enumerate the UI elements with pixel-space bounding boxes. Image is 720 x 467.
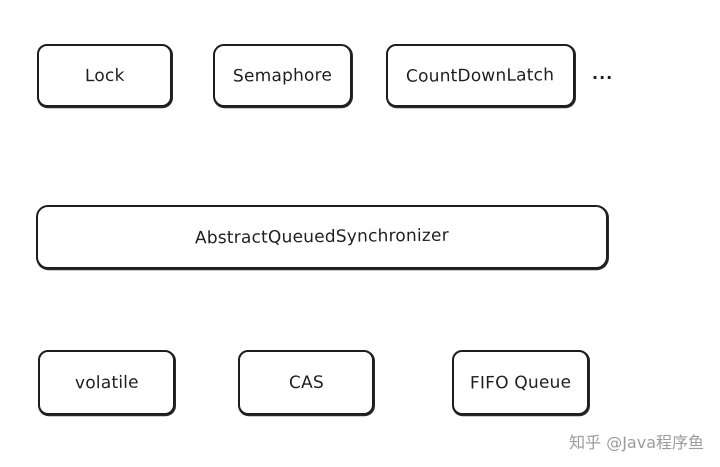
lock-label: Lock xyxy=(84,65,125,86)
lock-node: Lock xyxy=(37,44,172,107)
watermark-text: 知乎 @Java程序鱼 xyxy=(569,433,704,452)
cas-node: CAS xyxy=(238,350,374,415)
aqs-label: AbstractQueuedSynchronizer xyxy=(194,225,450,249)
semaphore-label: Semaphore xyxy=(232,64,333,87)
volatile-node: volatile xyxy=(38,350,175,415)
fifo-queue-node: FIFO Queue xyxy=(452,350,589,415)
volatile-label: volatile xyxy=(74,372,139,393)
countdownlatch-node: CountDownLatch xyxy=(386,44,575,107)
more-ellipsis: ... xyxy=(592,64,614,83)
watermark: 知乎 @Java程序鱼 xyxy=(569,429,704,453)
semaphore-node: Semaphore xyxy=(213,44,352,107)
countdownlatch-label: CountDownLatch xyxy=(406,64,555,87)
cas-label: CAS xyxy=(288,372,324,393)
aqs-node: AbstractQueuedSynchronizer xyxy=(36,205,608,269)
fifo-queue-label: FIFO Queue xyxy=(469,371,572,394)
